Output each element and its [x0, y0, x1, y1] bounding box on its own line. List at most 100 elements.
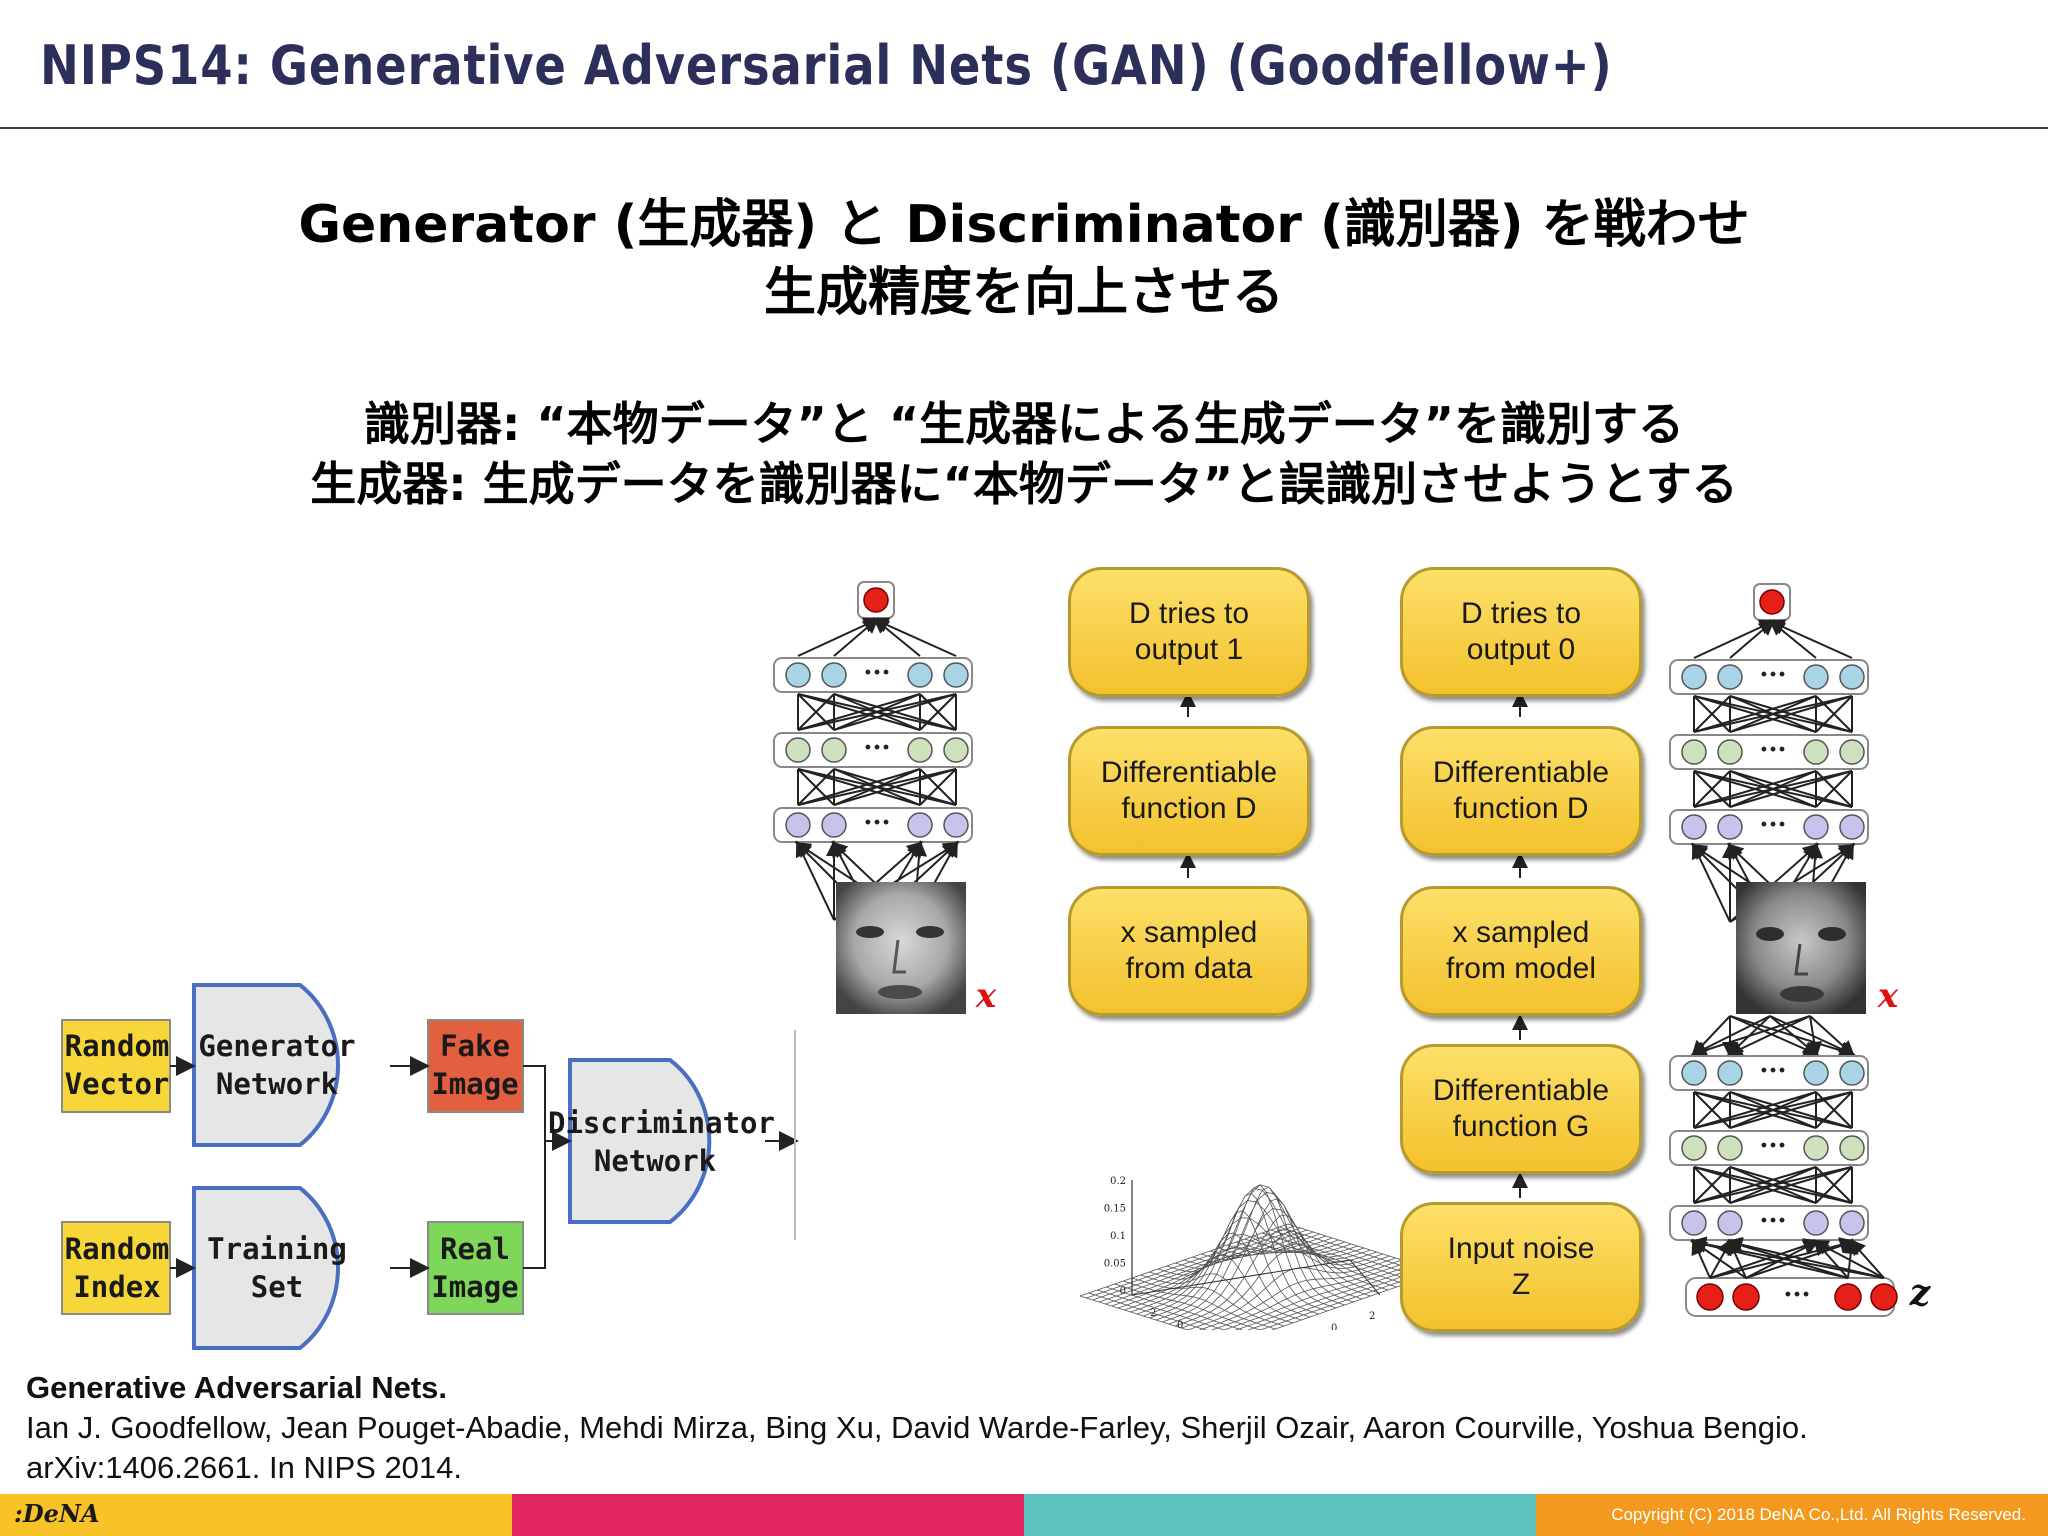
plot-z-tick-label: 0.2: [1110, 1176, 1126, 1187]
disc-left-layer-2-node: [785, 737, 811, 763]
disc-left-layer-1-node: [907, 662, 933, 688]
plot-z-tick-label: 0.15: [1104, 1204, 1126, 1215]
reference-authors: Ian J. Goodfellow, Jean Pouget-Abadie, M…: [26, 1410, 1808, 1445]
dena-logo: :DeNA: [14, 1499, 100, 1528]
disc-left-layer-1-node: [943, 662, 969, 688]
disc-right-layer-2-ellipsis: ···: [1759, 735, 1786, 765]
gen-layer-3-node: [1839, 1210, 1865, 1236]
gan-block-diagram: [61, 983, 799, 1350]
gen-layer-3-ellipsis: ···: [1759, 1206, 1786, 1236]
disc-left-layer-3-node: [821, 812, 847, 838]
plot-z-tick-label: 0.05: [1104, 1259, 1126, 1270]
disc-right-layer-1-node: [1803, 664, 1829, 690]
x-sampled-from-model-box: x sampled from model: [1400, 886, 1642, 1016]
disc-right-layer-1-node: [1717, 664, 1743, 690]
subtitle-line-2: 生成精度を向上させる: [763, 263, 1284, 323]
gen-output-fan: [1690, 1015, 1856, 1059]
disc-left-layer-3-ellipsis: ···: [863, 808, 890, 838]
disc-right-layer-3-ellipsis: ···: [1759, 810, 1786, 840]
generated-face-image: [1736, 882, 1866, 1014]
plot-back-edge: [1131, 1259, 1351, 1296]
paper-reference: Generative Adversarial Nets. Ian J. Good…: [26, 1368, 1808, 1488]
generator-network-label: Generator Network: [198, 1029, 356, 1101]
disc-left-cross-1: [797, 693, 957, 731]
disc-left-layer-3-node: [907, 812, 933, 838]
gen-layer-2-node: [1717, 1135, 1743, 1161]
disc-right-layer-2-node: [1839, 739, 1865, 765]
gen-layer-3-node: [1803, 1210, 1829, 1236]
disc-right-cross-1: [1693, 695, 1853, 733]
plot-side-edge: [1349, 1259, 1381, 1296]
gen-layer-1-node: [1681, 1060, 1707, 1086]
plot-x-tick-label: 0: [1177, 1320, 1183, 1330]
disc-right-layer-2-node: [1681, 739, 1707, 765]
gen-layer-2-node: [1839, 1135, 1865, 1161]
x-symbol-right: x: [1877, 976, 1899, 1016]
noise-ellipsis: ···: [1783, 1280, 1810, 1310]
gen-layer-1-ellipsis: ···: [1759, 1056, 1786, 1086]
generator-description: 生成器: 生成データを識別器に“本物データ”と誤識別させようとする: [310, 457, 1738, 511]
disc-right-cross-2: [1693, 770, 1853, 808]
gen-cross-2: [1693, 1166, 1853, 1204]
footer-stripe-yellow: [0, 1494, 512, 1536]
gan-network-figure: ··· ··· ··· ··· ··· ··· ··· ··· ··· ··· x x z 0.2 0.1…: [773, 581, 1932, 1330]
disc-left-layer-2-node: [907, 737, 933, 763]
real-face-image: [836, 882, 966, 1014]
plot-z-tick-label: 0: [1120, 1286, 1126, 1297]
disc-left-layer-3-node: [943, 812, 969, 838]
disc-right-layer-3-node: [1717, 814, 1743, 840]
disc-left-output-node: [863, 587, 889, 613]
disc-right-layer-3-node: [1681, 814, 1707, 840]
disc-right-layer-3-node: [1803, 814, 1829, 840]
noise-node: [1732, 1283, 1760, 1311]
generator-network-block: [192, 983, 340, 1147]
disc-right-layer-2-node: [1717, 739, 1743, 765]
footer-stripe-pink: [512, 1494, 1024, 1536]
differentiable-function-g-box: Differentiable function G: [1400, 1044, 1642, 1174]
reference-venue: arXiv:1406.2661. In NIPS 2014.: [26, 1450, 463, 1485]
training-set-block: [192, 1186, 340, 1350]
disc-left-cross-2: [797, 768, 957, 806]
random-vector-label: Random Vector: [64, 1029, 170, 1101]
d-tries-output-1-box: D tries to output 1: [1068, 567, 1310, 697]
disc-left-layer-1-node: [785, 662, 811, 688]
disc-left-layer-2-node: [943, 737, 969, 763]
disc-left-layer-3-node: [785, 812, 811, 838]
fake-image-label: Fake Image: [431, 1029, 519, 1101]
z-symbol: z: [1909, 1272, 1932, 1314]
gen-layer-2-node: [1803, 1135, 1829, 1161]
copyright-text: Copyright (C) 2018 DeNA Co.,Ltd. All Rig…: [1611, 1505, 2026, 1524]
input-noise-z-box: Input noise Z: [1400, 1202, 1642, 1332]
noise-node: [1696, 1283, 1724, 1311]
gen-input-fan: [1690, 1236, 1885, 1279]
disc-left-layer-2-node: [821, 737, 847, 763]
real-image-label: Real Image: [431, 1232, 519, 1304]
gen-layer-1-node: [1717, 1060, 1743, 1086]
gen-layer-2-node: [1681, 1135, 1707, 1161]
plot-y-tick-label: 0: [1331, 1323, 1337, 1330]
gen-layer-3-node: [1681, 1210, 1707, 1236]
discriminator-description: 識別器: “本物データ”と “生成器による生成データ”を識別する: [364, 397, 1684, 451]
d-tries-output-0-box: D tries to output 0: [1400, 567, 1642, 697]
x-symbol-left: x: [975, 976, 997, 1016]
disc-right-layer-1-ellipsis: ···: [1759, 660, 1786, 690]
gen-layer-1-node: [1839, 1060, 1865, 1086]
noise-node: [1834, 1283, 1862, 1311]
flow-arrows: [1180, 691, 1528, 1198]
gen-layer-2-ellipsis: ···: [1759, 1131, 1786, 1161]
random-index-label: Random Index: [64, 1232, 170, 1304]
plot-x-tick-label: 2: [1150, 1308, 1156, 1319]
training-set-label: Training Set: [207, 1232, 347, 1304]
noise-node: [1870, 1283, 1898, 1311]
disc-left-layer-2-ellipsis: ···: [863, 733, 890, 763]
gen-layer-1-node: [1803, 1060, 1829, 1086]
gen-cross-1: [1693, 1091, 1853, 1129]
gen-layer-3-node: [1717, 1210, 1743, 1236]
disc-left-layer-1-node: [821, 662, 847, 688]
subtitle-line-1: Generator (生成器) と Discriminator (識別器) を戦…: [298, 195, 1750, 255]
differentiable-function-d-box-left: Differentiable function D: [1068, 726, 1310, 856]
disc-left-top-fan: [797, 617, 957, 657]
disc-right-layer-2-node: [1803, 739, 1829, 765]
disc-left-layer-1-ellipsis: ···: [863, 658, 890, 688]
